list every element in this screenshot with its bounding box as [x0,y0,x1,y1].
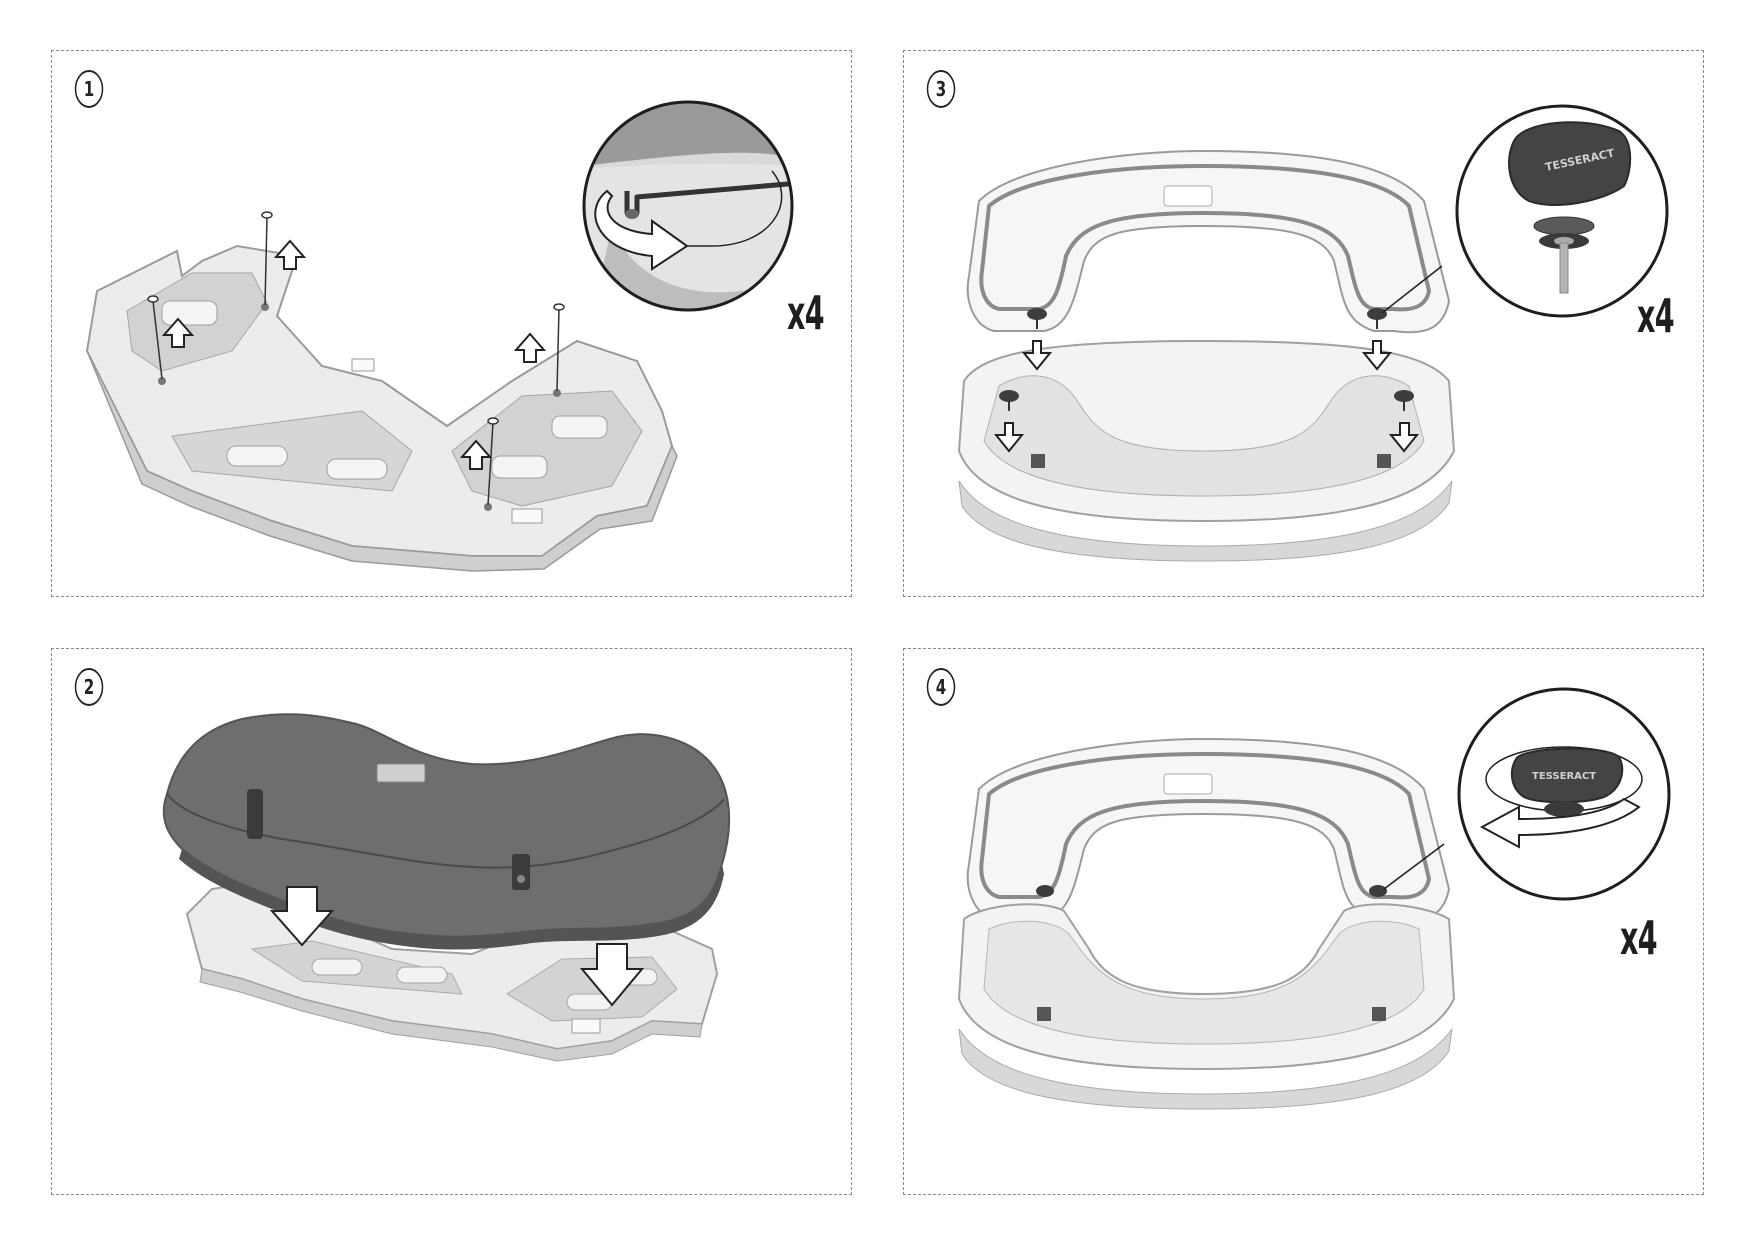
rotate-arrow-icon [594,170,783,271]
step-3-quantity: x4 [1637,289,1675,343]
knob-tighten-detail: TESSERACT [1457,687,1671,901]
hex-key-icon [624,178,792,219]
knob-detail: TESSERACT [1455,104,1669,318]
brand-lettering: TESSERACT [1532,771,1596,782]
knob-icon: TESSERACT [1510,747,1624,817]
knob-icon: TESSERACT [1508,121,1632,294]
step-1-illustration [85,100,794,572]
tail-bag-base [957,339,1456,562]
step-4-badge: 4 [926,668,956,706]
rotate-arrow-icon [1479,797,1641,849]
knob-icon [1036,885,1387,1021]
step-4-quantity: x4 [1620,911,1658,965]
down-arrow-icon [993,340,1420,453]
step-4-illustration: TESSERACT [957,687,1671,1110]
step-3-illustration: TESSERACT [957,104,1669,562]
step-2-panel: 2 [51,648,852,1195]
step-2-illustration [162,713,731,1062]
step-1-quantity: x4 [787,286,825,340]
up-arrow-icon [161,239,547,470]
step-3-panel: 3 [903,50,1704,597]
step-2-badge: 2 [74,668,104,706]
down-arrow-icon [269,886,645,1007]
step-3-badge: 3 [926,70,956,108]
step-1-badge: 1 [74,70,104,108]
hex-key-detail [582,100,794,312]
step-4-panel: 4 TESSERACT [903,648,1704,1195]
screw-icon [147,211,565,506]
bag-lid [966,149,1451,334]
rear-rack-plate [85,244,678,572]
step-1-panel: 1 [51,50,852,597]
tail-bag-base [957,903,1456,1110]
knob-icon [999,308,1414,468]
bag-lid [966,737,1451,922]
